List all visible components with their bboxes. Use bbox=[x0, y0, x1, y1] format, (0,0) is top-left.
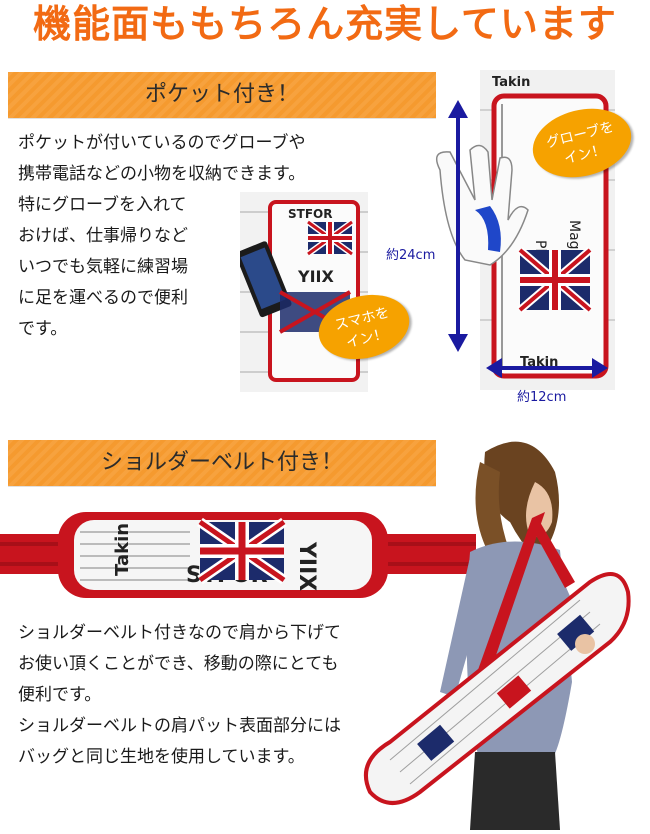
page-headline: 機能面ももちろん充実しています bbox=[33, 2, 617, 46]
section-title: ショルダーベルト付き！ bbox=[100, 450, 343, 475]
model-photo bbox=[360, 432, 650, 830]
section-banner-shoulder: ショルダーベルト付き！ bbox=[8, 440, 436, 486]
section-banner-pocket: ポケット付き！ bbox=[8, 72, 436, 118]
shoulder-description: ショルダーベルト付きなので肩から下げて お使い頂くことができ、移動の際にとても … bbox=[18, 623, 341, 767]
height-label: 約24cm bbox=[386, 248, 436, 263]
width-arrow bbox=[486, 358, 608, 378]
svg-text:STFOR: STFOR bbox=[288, 207, 332, 221]
height-arrow bbox=[448, 100, 468, 352]
svg-text:YIIX: YIIX bbox=[297, 267, 334, 286]
shoulder-pad-photo: Takin STFOR YIIX bbox=[0, 508, 476, 604]
svg-text:Takin: Takin bbox=[492, 75, 530, 90]
svg-text:Takin: Takin bbox=[112, 523, 133, 576]
section-title: ポケット付き！ bbox=[144, 82, 299, 107]
width-label: 約12cm bbox=[517, 390, 567, 405]
pocket-description-detail: 特にグローブを入れて おけば、仕事帰りなど いつでも気軽に練習場 に足を運べるの… bbox=[18, 195, 188, 339]
pocket-phone-photo: STFOR YIIX bbox=[235, 192, 368, 392]
pocket-description: ポケットが付いているのでグローブや 携帯電話などの小物を収納できます。 bbox=[18, 133, 306, 184]
svg-text:YIIX: YIIX bbox=[294, 541, 319, 591]
